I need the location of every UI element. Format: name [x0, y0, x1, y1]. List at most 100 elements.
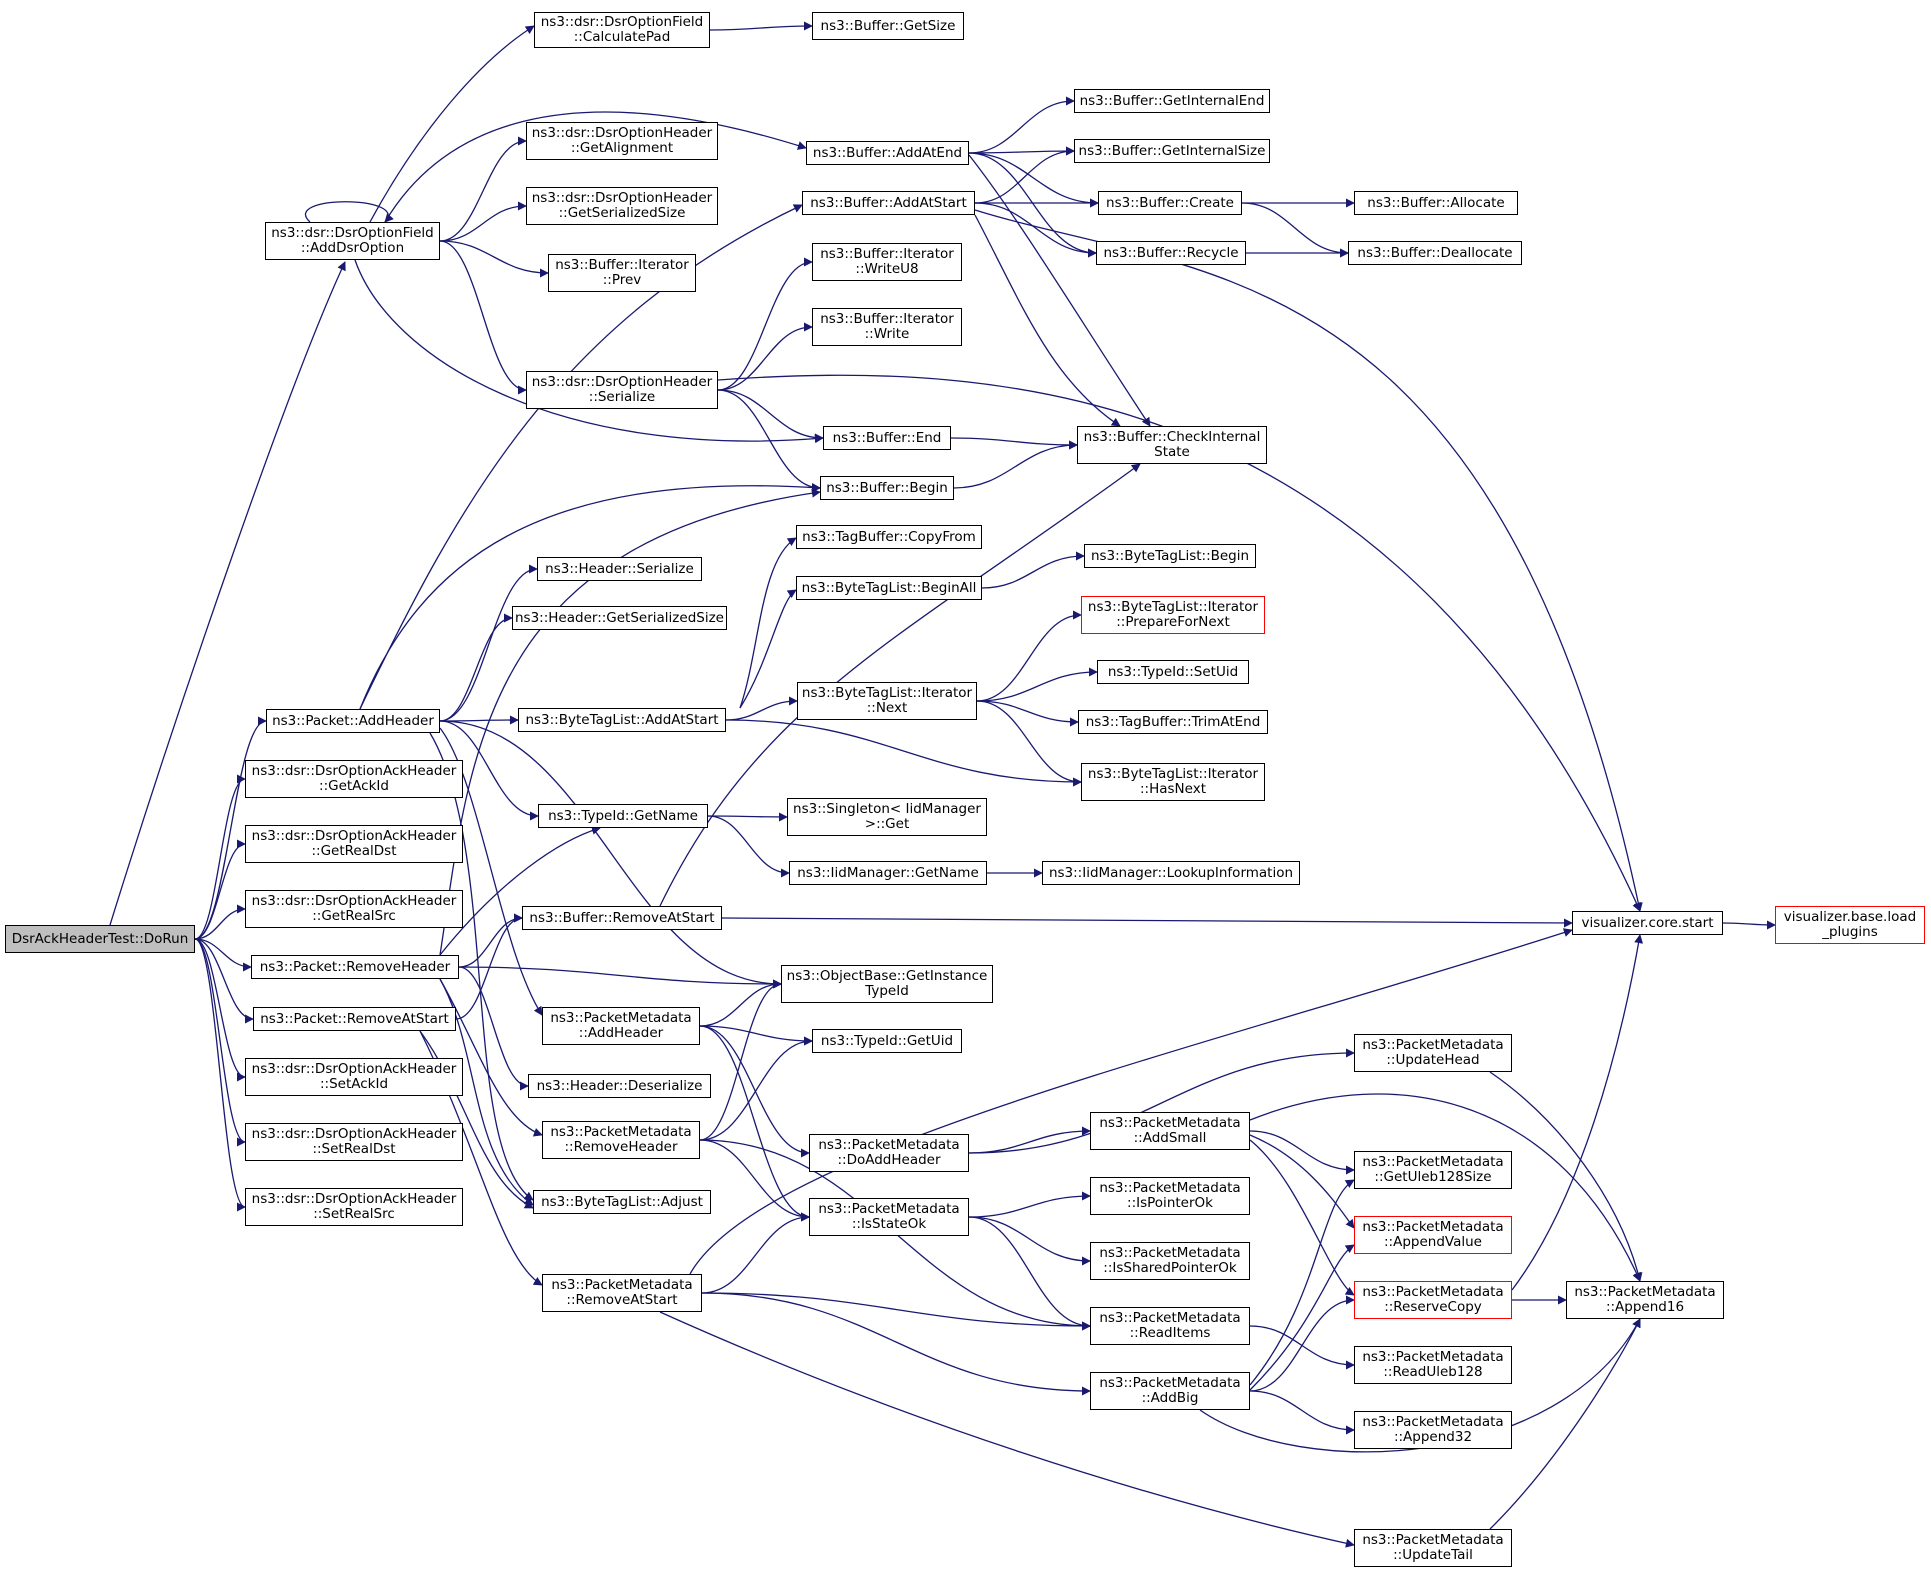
node-buf-removeatstart[interactable]: ns3::Buffer::RemoveAtStart	[522, 906, 722, 930]
node-label-line: ns3::Singleton< IidManager	[793, 801, 981, 817]
node-buf-getsize[interactable]: ns3::Buffer::GetSize	[812, 12, 964, 40]
node-viz-start[interactable]: visualizer.core.start	[1572, 911, 1723, 935]
node-pm-readitems[interactable]: ns3::PacketMetadata::ReadItems	[1090, 1307, 1250, 1345]
edge-btl-iter-next-to-tagbuf-trimatend	[976, 700, 1079, 727]
node-pm-reservecopy[interactable]: ns3::PacketMetadata::ReserveCopy	[1354, 1281, 1512, 1319]
node-label-line: ns3::PacketMetadata	[1362, 1037, 1504, 1053]
node-label-line: ::SetRealDst	[312, 1141, 396, 1157]
node-label-line: ns3::dsr::DsrOptionHeader	[531, 125, 713, 141]
node-label-line: ::GetUleb128Size	[1374, 1169, 1492, 1185]
node-pkt-removeheader[interactable]: ns3::Packet::RemoveHeader	[251, 955, 459, 979]
edge-adddsroption-to-adddsroption	[305, 201, 394, 223]
node-btl-iter-next[interactable]: ns3::ByteTagList::Iterator::Next	[797, 682, 977, 720]
node-buf-deallocate[interactable]: ns3::Buffer::Deallocate	[1348, 241, 1522, 265]
node-ack-getrealdst[interactable]: ns3::dsr::DsrOptionAckHeader::GetRealDst	[245, 825, 463, 863]
node-btl-begin[interactable]: ns3::ByteTagList::Begin	[1084, 544, 1256, 568]
node-iid-lookup[interactable]: ns3::IidManager::LookupInformation	[1042, 861, 1300, 885]
node-pkt-addheader[interactable]: ns3::Packet::AddHeader	[266, 709, 440, 733]
edge-buf-addatend-to-getinternalend	[968, 96, 1075, 154]
node-tagbuf-copyfrom[interactable]: ns3::TagBuffer::CopyFrom	[796, 525, 982, 549]
edge-typeid-getname-to-iid-getname	[707, 815, 790, 878]
node-iter-writeu8[interactable]: ns3::Buffer::Iterator::WriteU8	[812, 243, 962, 281]
node-opthdr-serialize[interactable]: ns3::dsr::DsrOptionHeader::Serialize	[526, 371, 718, 409]
node-pm-updatehead[interactable]: ns3::PacketMetadata::UpdateHead	[1354, 1034, 1512, 1072]
node-typeid-getuid[interactable]: ns3::TypeId::GetUid	[812, 1029, 962, 1053]
node-pm-addsmall[interactable]: ns3::PacketMetadata::AddSmall	[1090, 1112, 1250, 1150]
node-pm-addheader[interactable]: ns3::PacketMetadata::AddHeader	[542, 1007, 700, 1045]
node-ack-setrealsrc[interactable]: ns3::dsr::DsrOptionAckHeader::SetRealSrc	[245, 1188, 463, 1226]
node-pm-updatetail[interactable]: ns3::PacketMetadata::UpdateTail	[1354, 1529, 1512, 1567]
node-getinternalend[interactable]: ns3::Buffer::GetInternalEnd	[1074, 89, 1270, 113]
node-label-line: ::IsSharedPointerOk	[1103, 1260, 1237, 1276]
edge-pm-reservecopy-to-viz-start	[1511, 934, 1644, 1291]
node-singleton-get[interactable]: ns3::Singleton< IidManager>::Get	[787, 798, 987, 836]
node-pm-isstateok[interactable]: ns3::PacketMetadata::IsStateOk	[809, 1198, 969, 1236]
node-btl-adjust[interactable]: ns3::ByteTagList::Adjust	[533, 1190, 711, 1214]
edge-buf-addatend-to-checkinternalstate	[968, 154, 1151, 427]
node-pm-getuleb128size[interactable]: ns3::PacketMetadata::GetUleb128Size	[1354, 1151, 1512, 1189]
edge-pkt-addheader-to-hdr-getserializedsize	[439, 613, 513, 722]
edge-pm-removeheader-to-getinstancetypeid	[699, 979, 782, 1141]
node-hdr-deserialize[interactable]: ns3::Header::Deserialize	[528, 1074, 711, 1098]
node-btl-iter-hasnext[interactable]: ns3::ByteTagList::Iterator::HasNext	[1081, 763, 1265, 801]
node-label-line: ::AddDsrOption	[300, 240, 405, 256]
node-label-line: ::CalculatePad	[573, 29, 671, 45]
edge-pm-removeatstart-to-pm-updatetail	[659, 1311, 1355, 1548]
edge-buf-addatstart-to-checkinternalstate	[974, 214, 1121, 427]
node-pm-append32[interactable]: ns3::PacketMetadata::Append32	[1354, 1411, 1512, 1449]
node-label-line: ::DoAddHeader	[837, 1152, 941, 1168]
node-hdr-getserializedsize[interactable]: ns3::Header::GetSerializedSize	[512, 606, 727, 630]
node-label-line: ::RemoveAtStart	[566, 1292, 678, 1308]
node-pm-issharedpointerok[interactable]: ns3::PacketMetadata::IsSharedPointerOk	[1090, 1242, 1250, 1280]
node-pm-doaddheader[interactable]: ns3::PacketMetadata::DoAddHeader	[809, 1134, 969, 1172]
node-buf-addatend[interactable]: ns3::Buffer::AddAtEnd	[806, 141, 969, 165]
node-label-line: ns3::dsr::DsrOptionAckHeader	[251, 1191, 457, 1207]
node-pm-appendvalue[interactable]: ns3::PacketMetadata::AppendValue	[1354, 1216, 1512, 1254]
node-pm-append16[interactable]: ns3::PacketMetadata::Append16	[1566, 1281, 1724, 1319]
node-btl-beginall[interactable]: ns3::ByteTagList::BeginAll	[796, 576, 982, 600]
node-typeid-getname[interactable]: ns3::TypeId::GetName	[538, 804, 708, 828]
node-buf-end[interactable]: ns3::Buffer::End	[823, 426, 951, 450]
node-typeid-setuid[interactable]: ns3::TypeId::SetUid	[1097, 660, 1249, 684]
node-buf-allocate[interactable]: ns3::Buffer::Allocate	[1354, 191, 1518, 215]
node-getalignment[interactable]: ns3::dsr::DsrOptionHeader::GetAlignment	[526, 122, 718, 160]
node-getinternalsize[interactable]: ns3::Buffer::GetInternalSize	[1074, 139, 1270, 163]
node-buf-addatstart[interactable]: ns3::Buffer::AddAtStart	[802, 191, 975, 215]
node-label-line: ::IsPointerOk	[1127, 1195, 1213, 1211]
node-label-line: ns3::ByteTagList::AddAtStart	[525, 711, 719, 728]
node-label-line: _plugins	[1822, 924, 1878, 940]
node-label-line: ::Next	[866, 700, 908, 716]
node-viz-load[interactable]: visualizer.base.load_plugins	[1775, 906, 1925, 944]
node-pm-removeatstart[interactable]: ns3::PacketMetadata::RemoveAtStart	[542, 1274, 702, 1312]
node-btl-addatstart[interactable]: ns3::ByteTagList::AddAtStart	[518, 708, 726, 732]
node-label-line: ns3::Packet::RemoveHeader	[259, 958, 451, 975]
node-pm-removeheader[interactable]: ns3::PacketMetadata::RemoveHeader	[542, 1121, 700, 1159]
node-pm-addbig[interactable]: ns3::PacketMetadata::AddBig	[1090, 1372, 1250, 1410]
node-pm-ispointerok[interactable]: ns3::PacketMetadata::IsPointerOk	[1090, 1177, 1250, 1215]
node-iter-prev[interactable]: ns3::Buffer::Iterator::Prev	[548, 254, 696, 292]
edge-pm-addbig-to-pm-append32	[1249, 1390, 1355, 1435]
node-hdr-serialize[interactable]: ns3::Header::Serialize	[537, 557, 702, 581]
node-btl-prepare[interactable]: ns3::ByteTagList::Iterator::PrepareForNe…	[1081, 596, 1265, 634]
node-label-line: ns3::ByteTagList::Iterator	[801, 685, 973, 701]
node-buf-begin[interactable]: ns3::Buffer::Begin	[820, 476, 954, 500]
node-iid-getname[interactable]: ns3::IidManager::GetName	[789, 861, 987, 885]
node-buf-create[interactable]: ns3::Buffer::Create	[1098, 191, 1242, 215]
node-iter-write[interactable]: ns3::Buffer::Iterator::Write	[812, 308, 962, 346]
node-ack-setrealdst[interactable]: ns3::dsr::DsrOptionAckHeader::SetRealDst	[245, 1123, 463, 1161]
node-tagbuf-trimatend[interactable]: ns3::TagBuffer::TrimAtEnd	[1078, 710, 1268, 734]
node-calculatepad[interactable]: ns3::dsr::DsrOptionField::CalculatePad	[534, 12, 710, 48]
node-pm-readuleb128[interactable]: ns3::PacketMetadata::ReadUleb128	[1354, 1346, 1512, 1384]
node-pkt-removeatstart[interactable]: ns3::Packet::RemoveAtStart	[253, 1007, 456, 1031]
node-adddsroption[interactable]: ns3::dsr::DsrOptionField::AddDsrOption	[265, 222, 440, 260]
node-ack-getrealsrc[interactable]: ns3::dsr::DsrOptionAckHeader::GetRealSrc	[245, 890, 463, 928]
node-opthdr-getserializedsize[interactable]: ns3::dsr::DsrOptionHeader::GetSerialized…	[526, 187, 718, 225]
node-ack-setackid[interactable]: ns3::dsr::DsrOptionAckHeader::SetAckId	[245, 1058, 463, 1096]
node-label-line: ns3::Header::Deserialize	[536, 1077, 703, 1094]
node-buf-recycle[interactable]: ns3::Buffer::Recycle	[1096, 241, 1246, 265]
node-label-line: ::GetRealDst	[311, 843, 397, 859]
node-label-line: ::Write	[864, 326, 910, 342]
node-ack-getackid[interactable]: ns3::dsr::DsrOptionAckHeader::GetAckId	[245, 760, 463, 798]
